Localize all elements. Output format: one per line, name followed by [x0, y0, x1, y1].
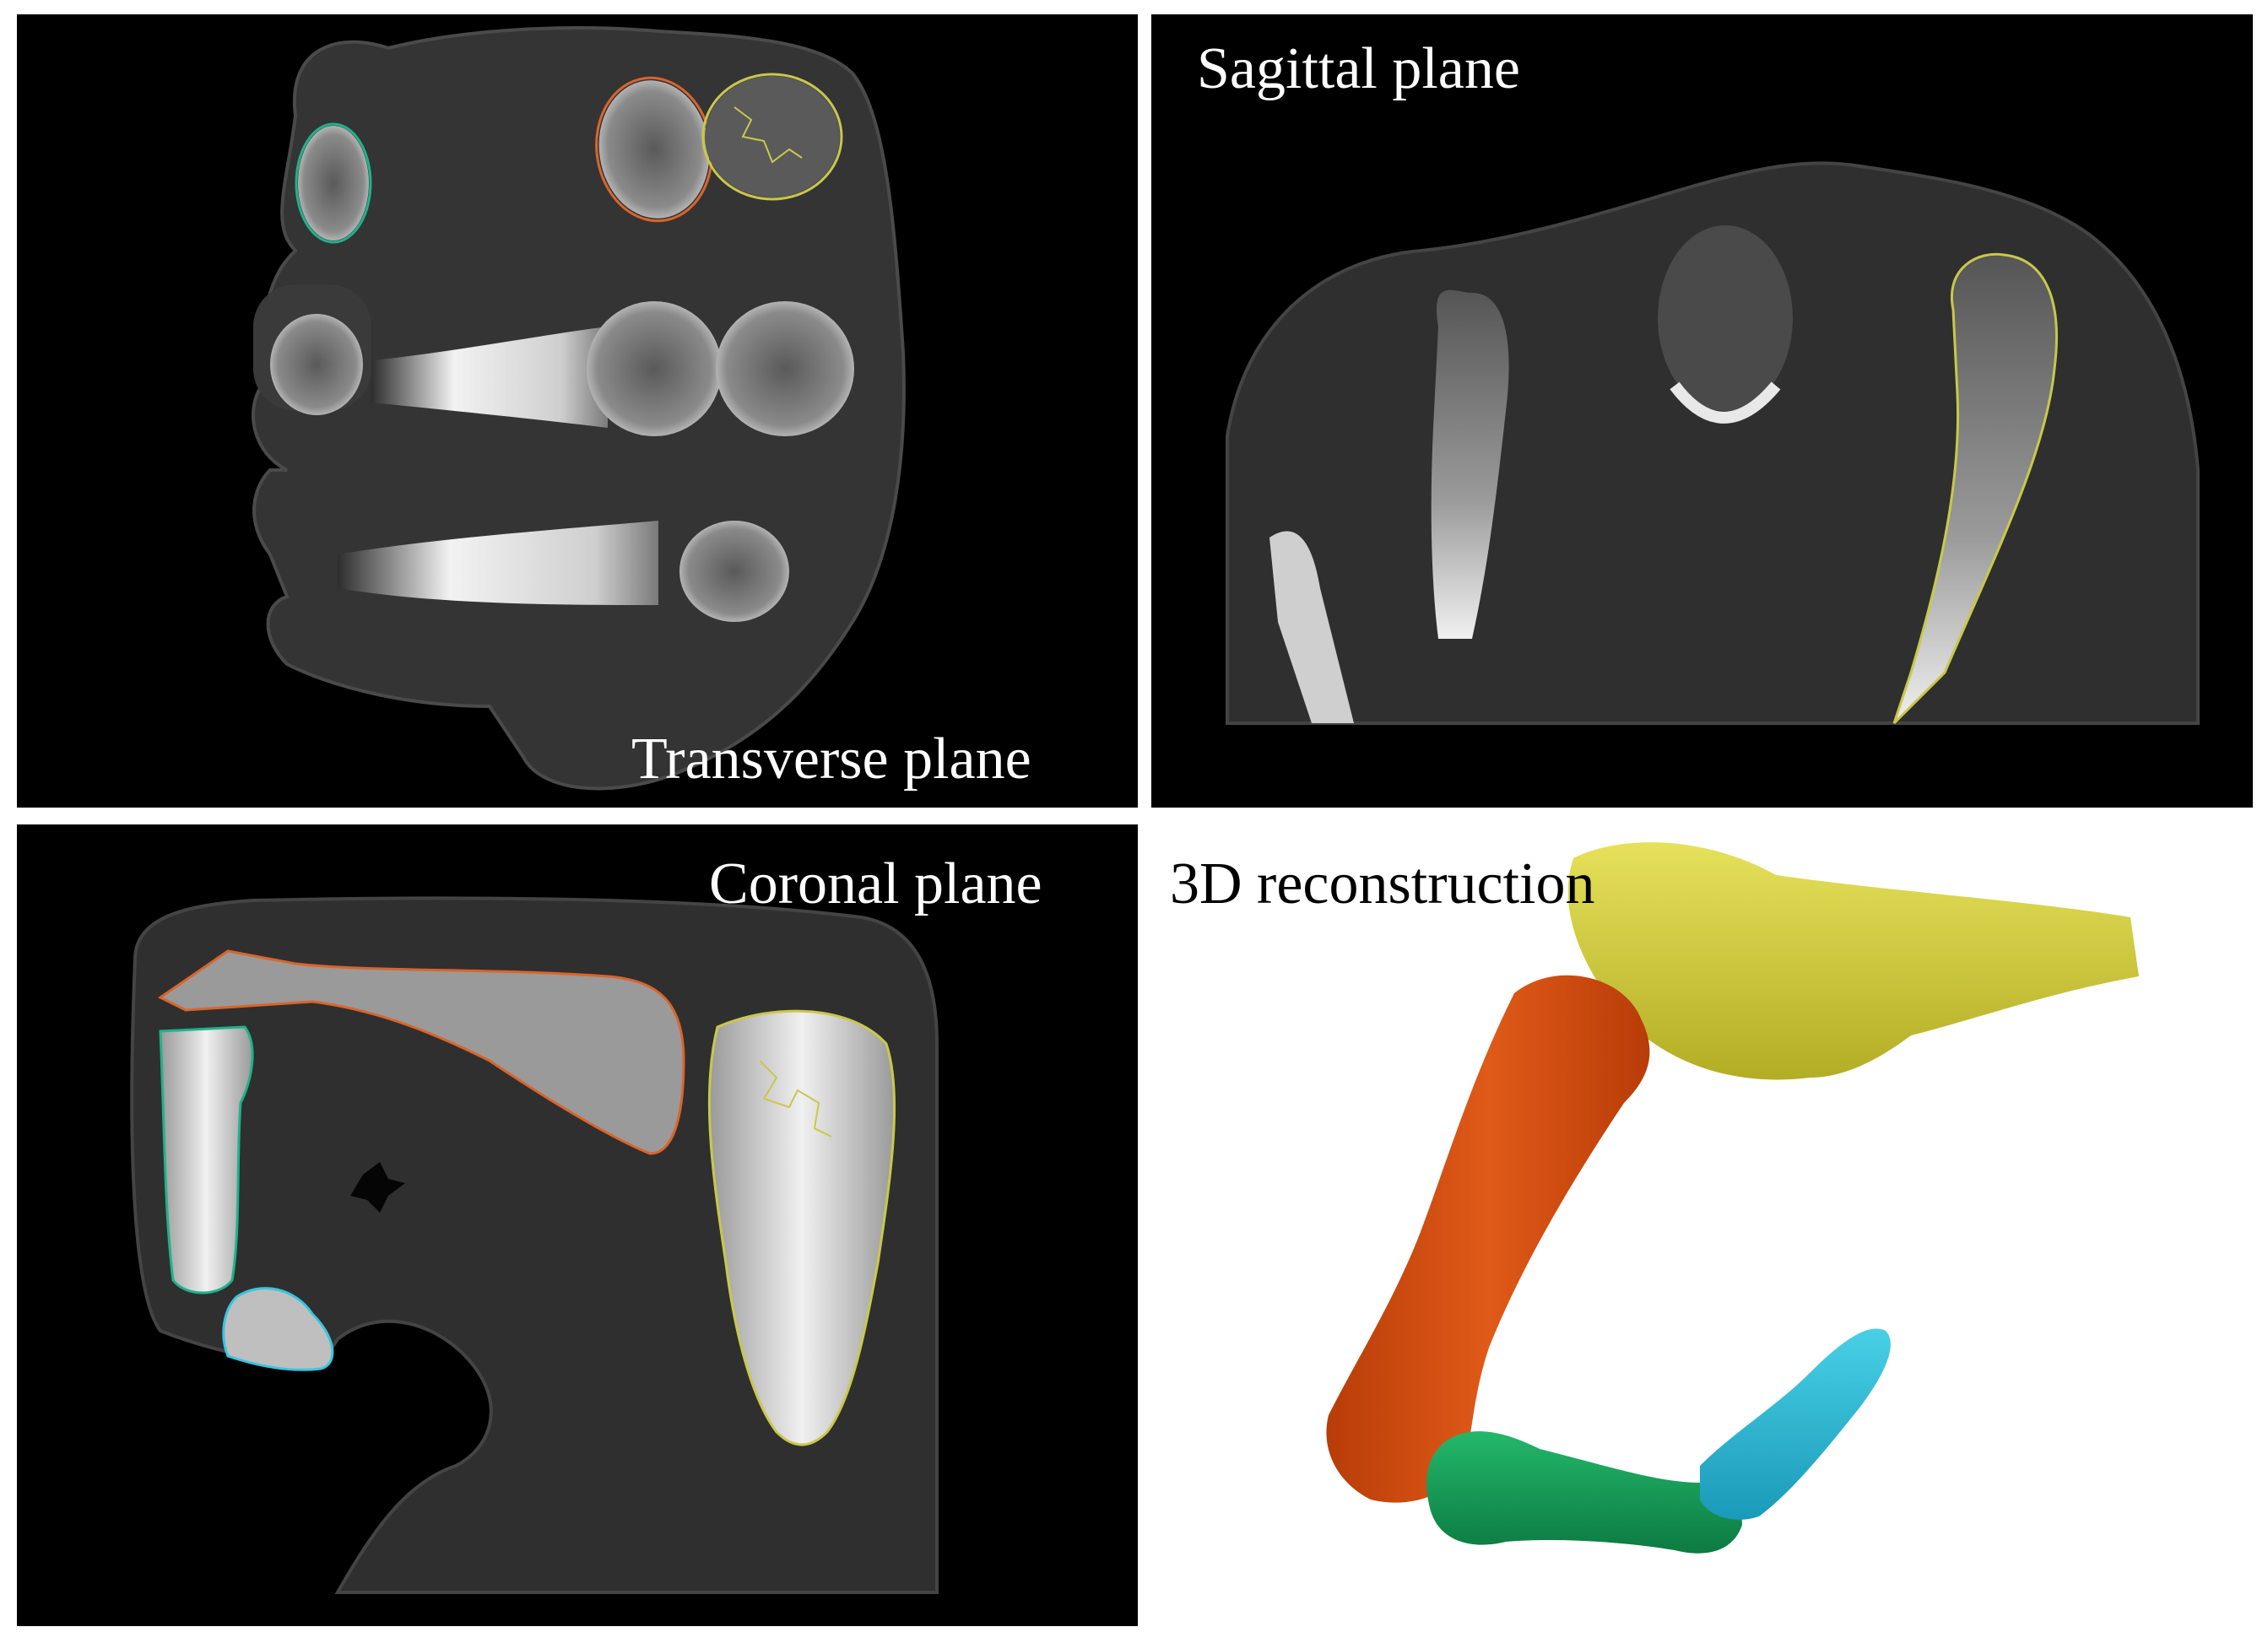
- sagittal-scan-image: [1226, 161, 2200, 725]
- model-bone-cyan: [1700, 1328, 1891, 1520]
- model-bone-green: [1426, 1431, 1742, 1554]
- reconstruction-image: [1326, 842, 2139, 1554]
- model-bone-orange: [1326, 975, 1650, 1503]
- model-bone-yellow: [1567, 842, 2139, 1080]
- bone-yellow: [705, 76, 840, 197]
- bone-teal-coronal: [159, 1025, 254, 1294]
- coronal-plane-panel: Coronal plane: [17, 824, 1138, 1626]
- reconstruction-caption: 3D reconstruction: [1170, 851, 1595, 916]
- bone-teal: [298, 126, 369, 241]
- coronal-caption: Coronal plane: [709, 851, 1042, 916]
- bone-orange-coronal: [158, 949, 685, 1155]
- bone-yellow-sagittal: [1892, 252, 2058, 725]
- transverse-scan-image: [252, 26, 906, 791]
- coronal-scan-image: [130, 896, 939, 1594]
- sagittal-caption: Sagittal plane: [1197, 36, 1520, 101]
- transverse-plane-panel: Transverse plane: [17, 14, 1138, 808]
- reconstruction-panel: 3D reconstruction: [1151, 824, 2253, 1626]
- transverse-caption: Transverse plane: [631, 727, 1031, 792]
- bone-yellow-coronal: [707, 1009, 896, 1446]
- bone-cyan-coronal: [222, 1287, 334, 1371]
- bone-orange: [598, 80, 710, 219]
- sagittal-plane-panel: Sagittal plane: [1151, 14, 2253, 808]
